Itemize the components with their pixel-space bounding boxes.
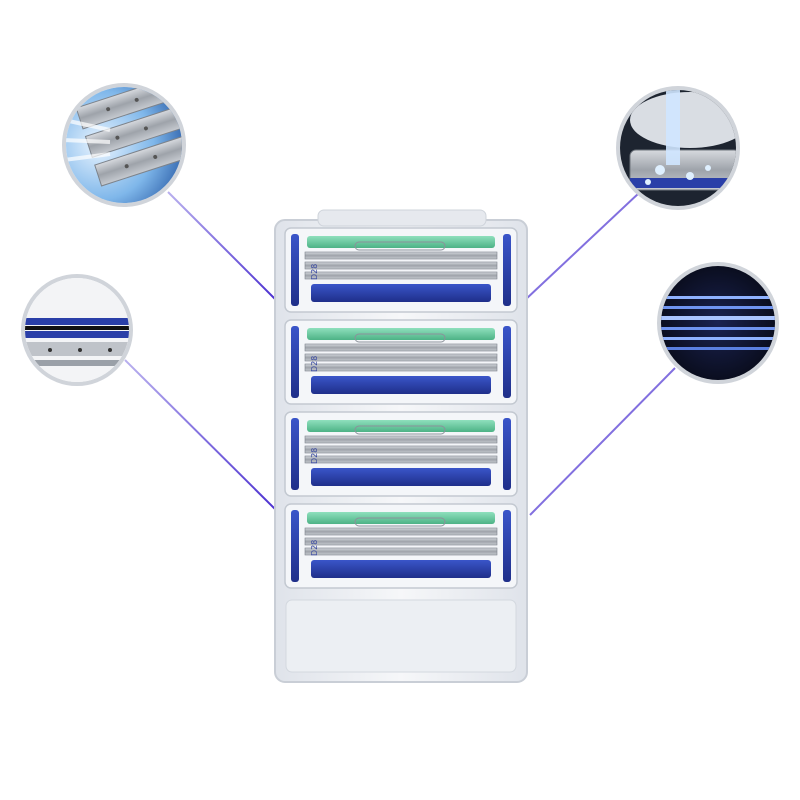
comfort-guard bbox=[311, 468, 491, 486]
cartridge-hinge bbox=[354, 241, 446, 251]
edge-closeup-callout bbox=[21, 274, 133, 386]
razor-blade bbox=[304, 455, 498, 464]
connector-line bbox=[524, 191, 641, 301]
razor-blade bbox=[304, 261, 498, 270]
cartridge-side-clip bbox=[291, 418, 299, 490]
razor-cartridge: D28 bbox=[284, 411, 518, 497]
stripes-closeup-callout bbox=[657, 262, 779, 384]
cartridge-side-clip bbox=[503, 510, 511, 582]
cartridge-side-clip bbox=[291, 234, 299, 306]
razor-cartridge: D28 bbox=[284, 227, 518, 313]
razor-cartridge: D28 bbox=[284, 503, 518, 589]
razor-blade bbox=[304, 537, 498, 546]
razor-blade bbox=[304, 435, 498, 444]
comfort-guard bbox=[311, 376, 491, 394]
connector-line bbox=[167, 191, 277, 301]
razor-blade bbox=[304, 547, 498, 556]
cartridge-marking: D28 bbox=[310, 264, 319, 280]
razor-blade bbox=[304, 363, 498, 372]
cartridge-marking: D28 bbox=[310, 448, 319, 464]
cartridge-marking: D28 bbox=[310, 356, 319, 372]
razor-blade bbox=[304, 353, 498, 362]
case-bottom-panel bbox=[285, 599, 517, 673]
cartridge-side-clip bbox=[503, 418, 511, 490]
razor-cartridge: D28 bbox=[284, 319, 518, 405]
razor-blade bbox=[304, 343, 498, 352]
rinse-closeup-callout bbox=[616, 86, 740, 210]
razor-blade bbox=[304, 445, 498, 454]
cartridge-hinge bbox=[354, 425, 446, 435]
razor-blade bbox=[304, 271, 498, 280]
cartridge-side-clip bbox=[503, 234, 511, 306]
razor-blade bbox=[304, 251, 498, 260]
case-top-tab bbox=[317, 209, 487, 227]
cartridge-hinge bbox=[354, 333, 446, 343]
cartridge-side-clip bbox=[503, 326, 511, 398]
cartridge-marking: D28 bbox=[310, 540, 319, 556]
comfort-guard bbox=[311, 560, 491, 578]
connector-line bbox=[529, 367, 676, 516]
cartridge-side-clip bbox=[291, 326, 299, 398]
connector-line bbox=[124, 359, 279, 513]
comfort-guard bbox=[311, 284, 491, 302]
razor-blade bbox=[304, 527, 498, 536]
blade-closeup-callout bbox=[62, 83, 186, 207]
cartridge-side-clip bbox=[291, 510, 299, 582]
cartridge-hinge bbox=[354, 517, 446, 527]
connector-lines bbox=[124, 191, 676, 516]
